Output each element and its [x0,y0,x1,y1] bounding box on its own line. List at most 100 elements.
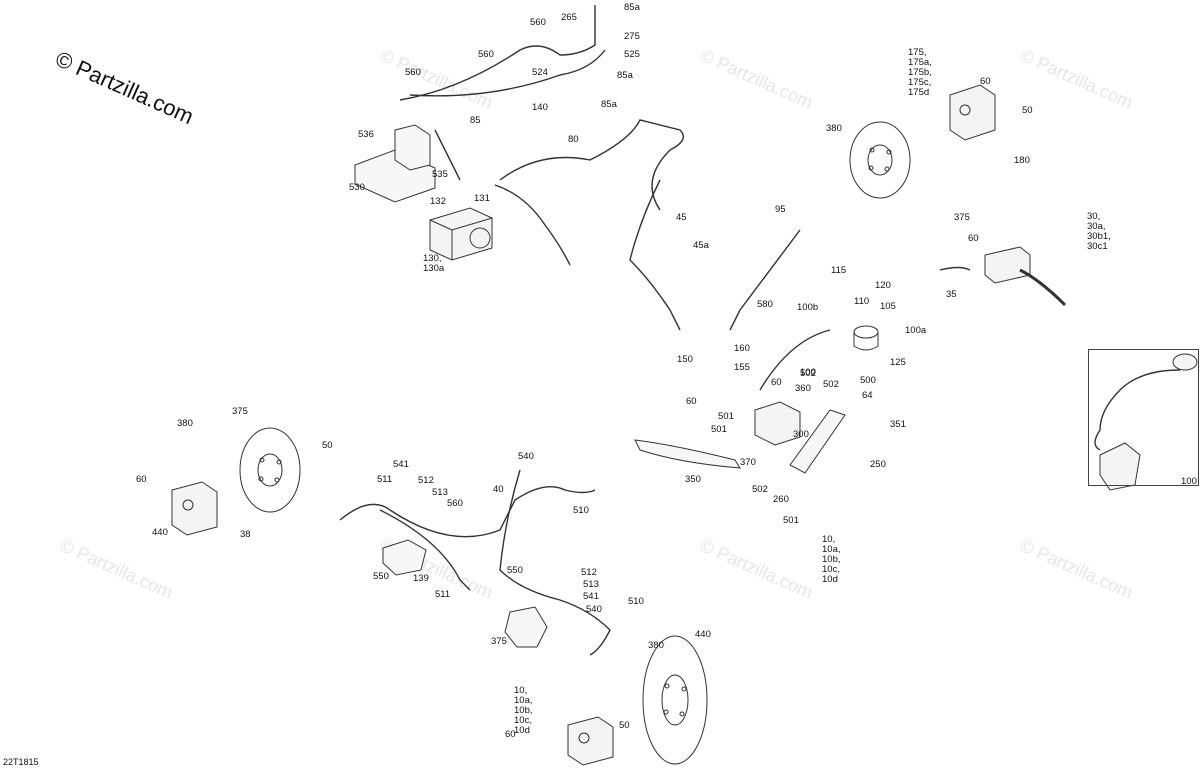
part-callout: 351 [890,419,906,430]
part-callout: 560 [447,498,463,509]
part-callout: 513 [583,579,599,590]
part-callout: 275 [624,31,640,42]
part-callout: 110 [854,296,870,307]
part-callout: 10, 10a, 10b, 10c, 10d [514,685,533,736]
part-callout: 60 [686,396,697,407]
part-callout: 380 [177,418,193,429]
part-callout: 502 [752,484,768,495]
part-callout: 580 [757,299,773,310]
caliper-icon [949,84,996,141]
part-callout: 502 [823,379,839,390]
part-callout: 60 [968,233,979,244]
part-callout: 380 [826,123,842,134]
part-callout: 115 [831,265,847,276]
diagram-code: 22T1815 [3,757,39,767]
part-callout: 85a [624,2,640,13]
part-callout: 512 [581,567,597,578]
part-callout: 64 [862,390,873,401]
part-callout: 440 [152,527,168,538]
part-callout: 139 [413,573,429,584]
part-callout: 502 [800,368,816,379]
inset-callout: 100 [1181,476,1197,487]
rear-master-cylinder-icon [754,401,801,446]
part-callout: 550 [373,571,389,582]
part-callout: 100b [797,302,819,313]
part-callout: 60 [136,474,147,485]
part-callout: 525 [624,49,640,60]
part-callout: 560 [530,17,546,28]
brake-disc-icon [239,427,301,513]
part-callout: 95 [775,204,786,215]
part-callout: 501 [783,515,799,526]
brake-pedal-icon [634,409,846,474]
brake-disc-icon [849,121,911,199]
abs-module-icon [429,207,493,261]
brake-line [339,5,1181,656]
part-callout: 511 [377,474,393,485]
part-callout: 50 [619,720,630,731]
part-callout: 370 [740,457,756,468]
part-callout: 535 [432,169,448,180]
part-callout: 541 [583,591,599,602]
part-callout: 560 [478,49,494,60]
part-callout: 60 [771,377,782,388]
part-callout: 375 [232,406,248,417]
part-callout: 510 [573,505,589,516]
part-callout: 501 [711,424,727,435]
part-callout: 60 [505,729,516,740]
part-callout: 100 [800,367,816,378]
part-callout: 120 [875,280,891,291]
part-callout: 105 [880,301,896,312]
inset-frame [1088,349,1199,486]
part-callout: 80 [568,134,579,145]
part-callout: 125 [890,357,906,368]
part-callout: 536 [358,129,374,140]
part-callout: 85 [470,115,481,126]
part-callout: 500 [860,375,876,386]
part-callout: 530 [349,182,365,193]
part-callout: 541 [393,459,409,470]
abs-bracket-icon [354,124,436,203]
part-callout: 85a [617,70,633,81]
part-callout: 160 [734,343,750,354]
part-callout: 40 [493,484,504,495]
part-callout: 440 [695,629,711,640]
part-callout: 510 [628,596,644,607]
part-callout: 140 [532,102,548,113]
part-callout: 260 [773,494,789,505]
part-callout: 45 [676,212,687,223]
part-callout: 360 [795,383,811,394]
reservoir-icon [853,325,879,351]
part-callout: 550 [507,565,523,576]
part-callout: 60 [980,76,991,87]
caliper-icon [171,481,218,536]
part-callout: 175, 175a, 175b, 175c, 175d [908,47,932,98]
part-callout: 540 [518,451,534,462]
part-callout: 501 [718,411,734,422]
part-callout: 35 [946,289,957,300]
part-callout: 380 [648,640,664,651]
part-callout: 100a [905,325,927,336]
part-callout: 180 [1014,155,1030,166]
part-callout: 524 [532,67,548,78]
part-callout: 38 [240,529,251,540]
part-callout: 155 [734,362,750,373]
part-callout: 85a [601,99,617,110]
caliper-icon [567,716,614,766]
part-callout: 513 [432,487,448,498]
part-callout: 560 [405,67,421,78]
part-callout: 250 [870,459,886,470]
part-callout: 30, 30a, 30b1, 30c1 [1087,211,1111,252]
part-callout: 375 [491,636,507,647]
master-cylinder-icon [984,246,1067,307]
part-callout: 132 [430,196,446,207]
part-callout: 131 [474,193,490,204]
brake-disc-icon [642,635,708,765]
part-callout: 130, 130a [423,253,445,274]
part-callout: 350 [685,474,701,485]
part-callout: 540 [586,604,602,615]
caliper-bracket-icon [382,539,548,648]
part-callout: 375 [954,212,970,223]
